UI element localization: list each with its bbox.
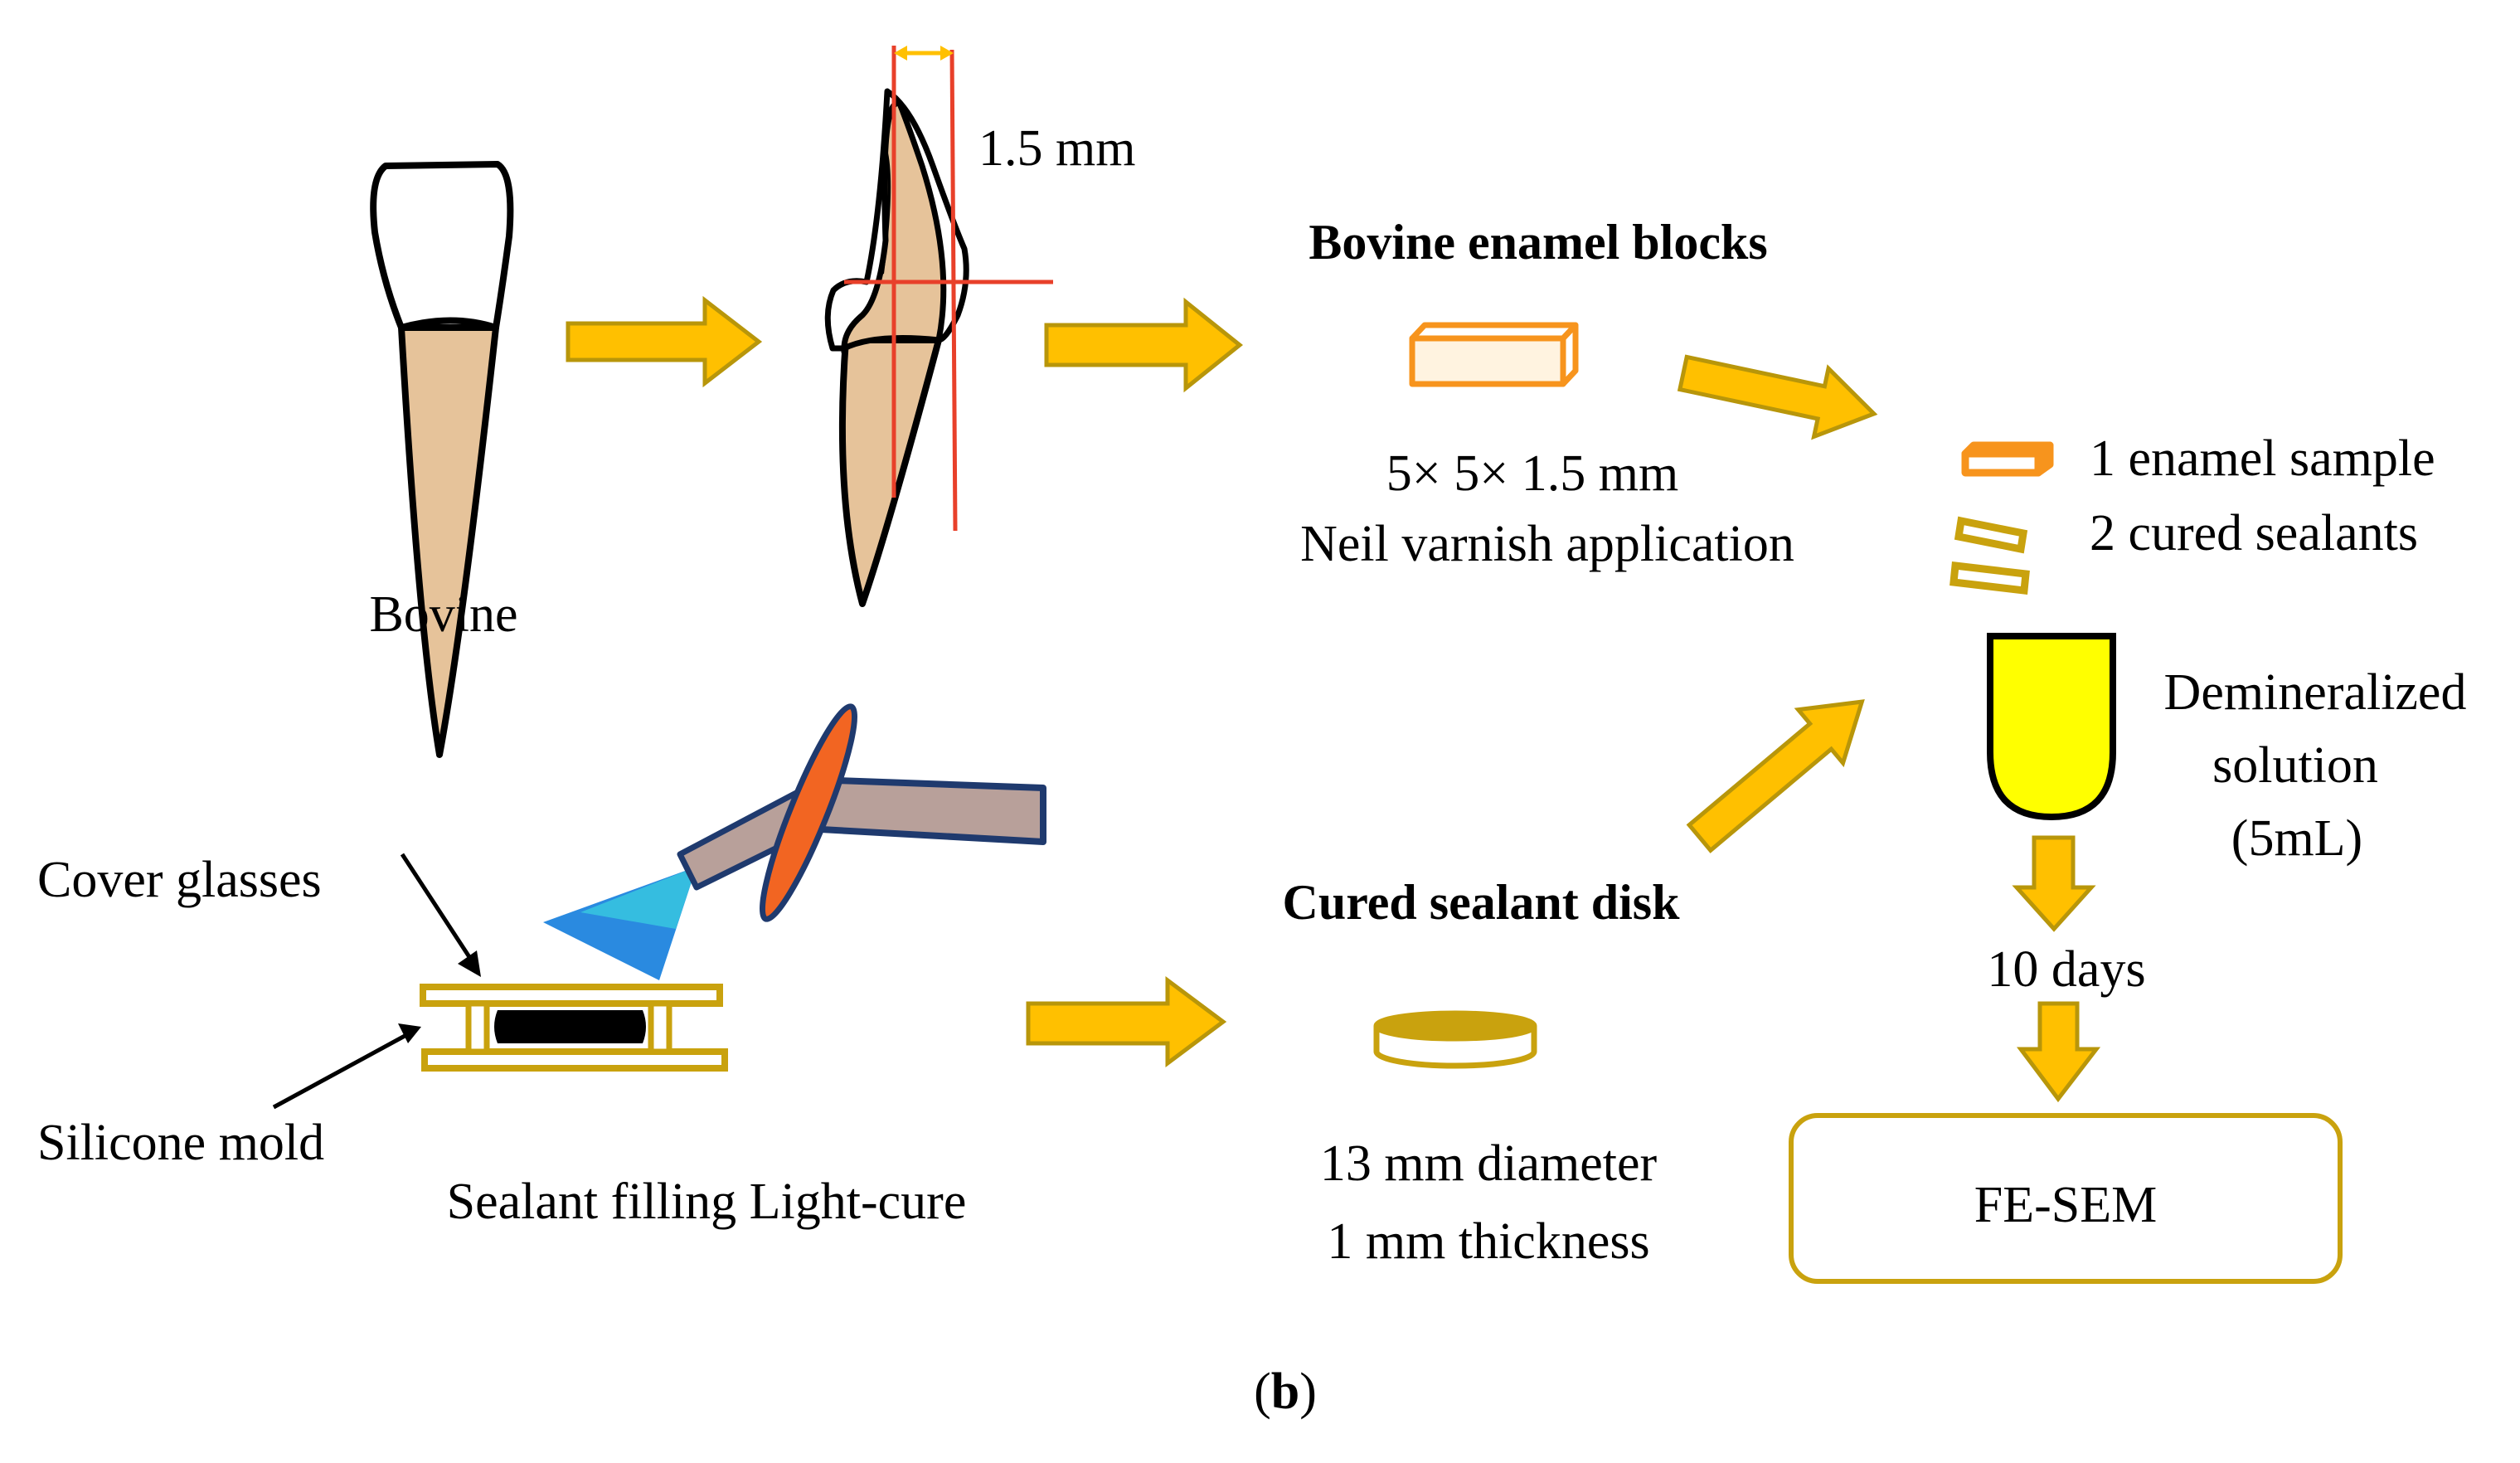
panel-label: (b) bbox=[1254, 1366, 1317, 1417]
cover-glasses-pointer bbox=[400, 853, 481, 977]
arrow-right-4 bbox=[1026, 976, 1227, 1067]
enamel-sample-icon bbox=[1961, 441, 2054, 477]
cured-sealants-label: 2 cured sealants bbox=[2090, 505, 2418, 561]
panel-label-open: ( bbox=[1254, 1363, 1271, 1420]
panel-label-close: ) bbox=[1299, 1363, 1317, 1420]
fe-sem-box bbox=[1789, 1113, 2343, 1284]
cut-line-vertical-right bbox=[949, 49, 958, 532]
demineralized-label: Demineralized bbox=[2163, 664, 2467, 721]
sealant-disk-icon bbox=[1373, 1010, 1537, 1069]
bovine-label: Bovine bbox=[369, 586, 518, 643]
cured-sealants-icon bbox=[1949, 516, 2030, 595]
block-size-label: 5× 5× 1.5 mm bbox=[1386, 445, 1679, 502]
disk-diameter-label: 13 mm diameter bbox=[1319, 1135, 1658, 1192]
arrow-to-immersion-bottom bbox=[1686, 699, 1865, 853]
silicone-mold-pointer bbox=[272, 1023, 421, 1110]
nail-varnish-label: Neil varnish application bbox=[1300, 516, 1794, 572]
fe-sem-label: FE-SEM bbox=[1974, 1177, 2158, 1233]
dimension-label: 1.5 mm bbox=[978, 120, 1136, 177]
silicone-mold-label: Silicone mold bbox=[37, 1115, 325, 1171]
duration-label: 10 days bbox=[1987, 941, 2146, 998]
cover-glasses-label: Cover glasses bbox=[37, 852, 322, 908]
solution-label: solution bbox=[2212, 737, 2378, 794]
dimension-arrow bbox=[894, 46, 954, 61]
silicone-mold-icon bbox=[465, 1000, 672, 1055]
tooth-icon bbox=[370, 161, 514, 758]
cover-glass-icon bbox=[420, 984, 728, 1072]
arrow-right-2 bbox=[1044, 297, 1244, 393]
curing-light-icon bbox=[543, 703, 1046, 980]
enamel-block-icon bbox=[1409, 322, 1579, 387]
filling-caption: Sealant filling Light-cure bbox=[446, 1174, 967, 1230]
enamel-sample-label: 1 enamel sample bbox=[2090, 430, 2435, 487]
arrow-to-immersion-top bbox=[1677, 354, 1878, 440]
sealant-disk-title: Cured sealant disk bbox=[1282, 875, 1680, 930]
arrow-down-2 bbox=[2017, 1001, 2101, 1103]
sectioned-tooth-icon bbox=[824, 46, 1053, 607]
test-tube-icon bbox=[1987, 633, 2116, 821]
arrow-right-1 bbox=[566, 295, 763, 388]
arrow-down-1 bbox=[2012, 835, 2096, 932]
enamel-blocks-title: Bovine enamel blocks bbox=[1309, 215, 1768, 270]
volume-label: (5mL) bbox=[2231, 810, 2363, 867]
disk-thickness-label: 1 mm thickness bbox=[1327, 1213, 1650, 1270]
panel-label-letter: b bbox=[1270, 1363, 1300, 1420]
